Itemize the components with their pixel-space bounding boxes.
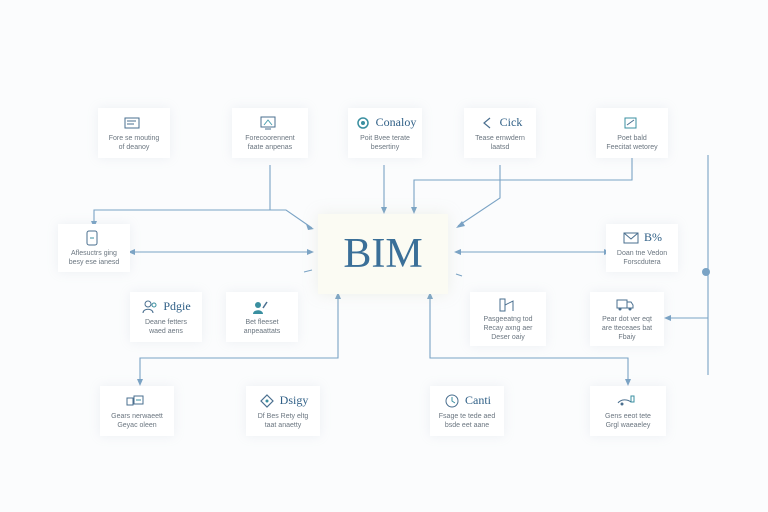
node-t4: Cick Tease ernwdern laatsd — [464, 108, 536, 158]
user-pen-icon — [253, 301, 268, 314]
node-m2: Bet fleeset anpeaattats — [226, 292, 298, 342]
connector-center-lower-left — [303, 269, 313, 273]
node-t5: Poet bald Feecitat wetorey — [596, 108, 668, 158]
truck-icon — [616, 299, 634, 311]
node-t2: Forecoorennent faate anpenas — [232, 108, 308, 158]
node-description: Poet bald Feecitat wetorey — [606, 134, 658, 151]
building-icon — [499, 298, 514, 312]
arrowheads — [91, 207, 671, 386]
people-icon — [142, 300, 157, 313]
bim-title: BIM — [343, 231, 423, 277]
node-description: Poit Bvee terate besertiny — [360, 134, 410, 151]
chevron-icon — [482, 117, 491, 128]
node-description: Pear dot ver eqt are tteceaes bat Fbaiy — [601, 316, 653, 341]
node-description: Df Bes Rety eltg taat anaetty — [257, 412, 309, 429]
node-description: Aflesuctrs ging besy ese ianesd — [68, 249, 120, 266]
connector-t4-center — [457, 165, 501, 227]
node-description: Bet fleeset anpeaattats — [243, 318, 281, 335]
node-b4: Gens eeot tete Grgl waeaeley — [590, 386, 666, 436]
node-m1: Pdgie Deane fetters waed aens — [130, 292, 202, 342]
connector-t2-center — [269, 165, 313, 229]
node-m4: Pear dot ver eqt are tteceaes bat Fbaiy — [590, 292, 664, 346]
connector-t1-l1 — [93, 209, 270, 222]
node-t3: Conaloy Poit Bvee terate besertiny — [348, 108, 422, 158]
node-description: Deane fetters waed aens — [144, 318, 188, 335]
node-description: Gens eeot tete Grgl waeaeley — [605, 412, 651, 429]
clock-icon — [445, 394, 459, 407]
node-m3: Pasgeeatng tod Recay axng aer Deser oaiy — [470, 292, 546, 346]
vehicle-icon — [617, 395, 635, 405]
bim-center-node: BIM — [318, 214, 448, 294]
node-description: Forecoorennent faate anpenas — [245, 134, 295, 151]
node-r1: B% Doan tne Vedon Forscdutera — [606, 224, 678, 272]
connector-t5-center — [413, 155, 633, 208]
diamond-icon — [259, 393, 274, 408]
node-description: Fore se mouting of deanoy — [108, 134, 160, 151]
box-icon — [624, 117, 637, 128]
connector-center-b1 — [139, 296, 339, 382]
node-description: Gears nerwaeett Geyac oleen — [111, 412, 163, 429]
connector-center-b4 — [429, 296, 629, 382]
node-b3: Canti Fsage te tede aed bsde eet aane — [430, 386, 504, 436]
gear-icon — [356, 116, 369, 129]
mail-icon — [623, 232, 639, 243]
tablet-icon — [86, 230, 98, 245]
node-description: Pasgeeatng tod Recay axng aer Deser oaiy — [483, 316, 533, 341]
devices-icon — [126, 395, 144, 405]
node-description: Fsage te tede aed bsde eet aane — [438, 412, 496, 429]
monitor-icon — [260, 116, 276, 129]
card-icon — [124, 117, 140, 128]
node-t1: Fore se mouting of deanoy — [98, 108, 170, 158]
bus-node-dot — [702, 268, 710, 276]
node-b1: Gears nerwaeett Geyac oleen — [100, 386, 174, 436]
node-description: Doan tne Vedon Forscdutera — [616, 249, 668, 266]
node-l1: Aflesuctrs ging besy ese ianesd — [58, 224, 130, 272]
node-description: Tease ernwdern laatsd — [475, 134, 525, 151]
node-b2: Dsigy Df Bes Rety eltg taat anaetty — [246, 386, 320, 436]
connector-center-lower-right — [455, 273, 463, 277]
